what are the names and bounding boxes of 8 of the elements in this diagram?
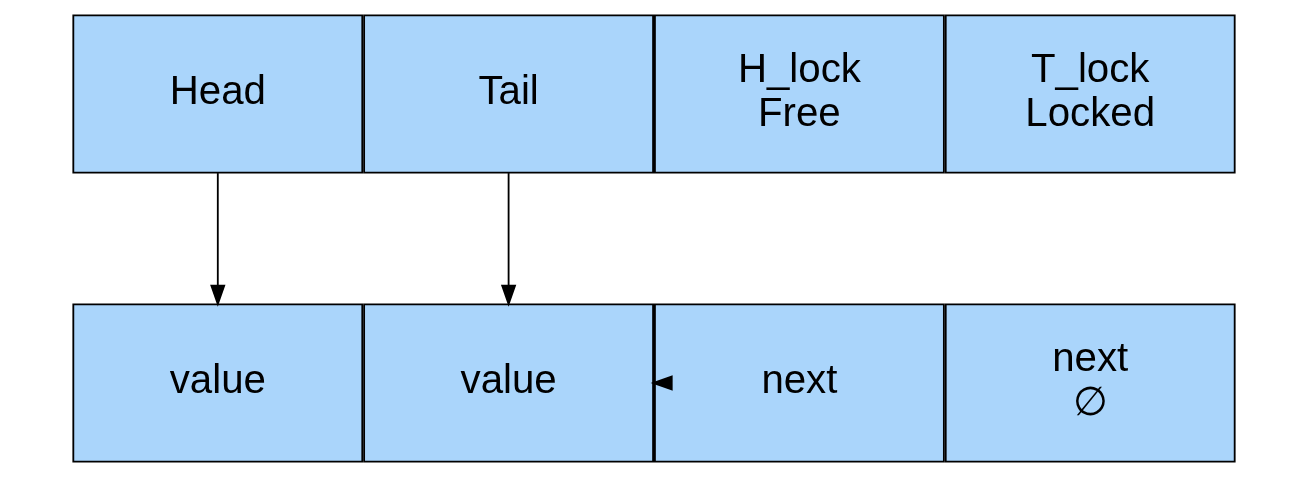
node-box: Tail: [363, 14, 654, 174]
arrow: [500, 172, 517, 307]
node-box: H_lock Free: [654, 14, 945, 174]
node-box: Head: [72, 14, 364, 174]
node-box: T_lock Locked: [944, 14, 1236, 174]
node-box: value: [72, 303, 364, 463]
node-box: next ∅: [944, 303, 1236, 463]
arrow: [210, 172, 226, 307]
